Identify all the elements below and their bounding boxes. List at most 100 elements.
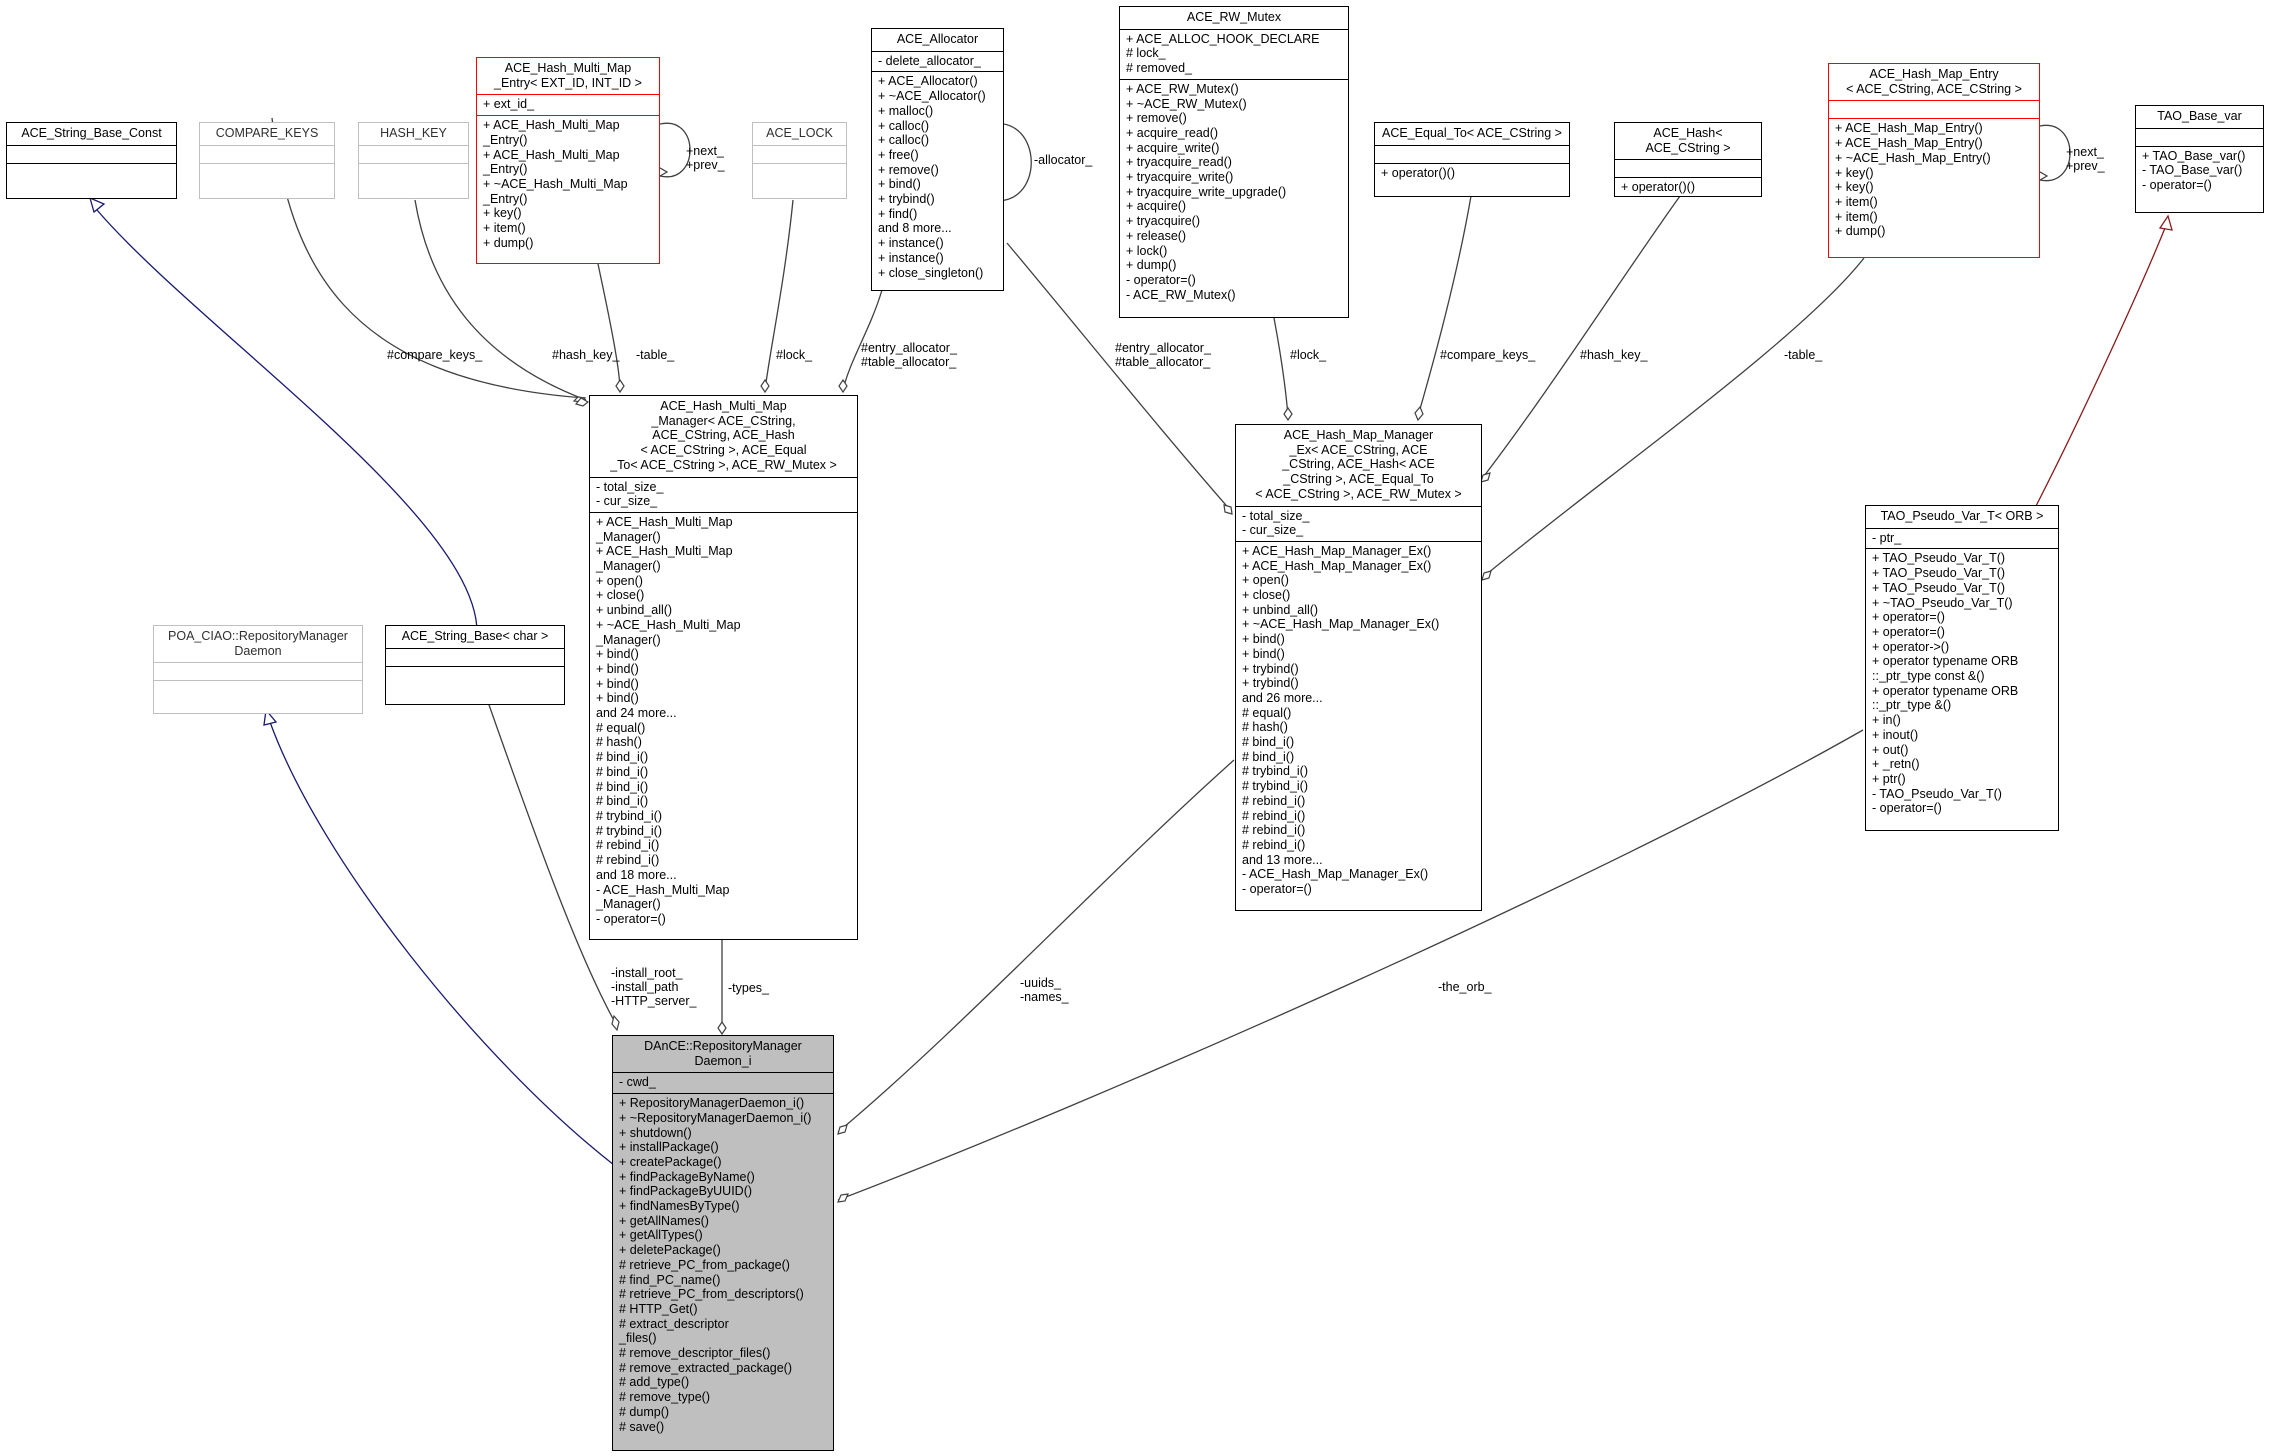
class-methods: + ACE_Hash_Multi_Map_Manager()+ ACE_Hash… [590, 511, 857, 930]
class-node-tao-base-var[interactable]: TAO_Base_var+ TAO_Base_var()- TAO_Base_v… [2135, 105, 2264, 213]
edge-label-compare-keys-2: #compare_keys_ [1440, 348, 1536, 362]
class-node-hash-map-entry[interactable]: ACE_Hash_Map_Entry < ACE_CString, ACE_CS… [1828, 63, 2040, 258]
class-node-ace-allocator[interactable]: ACE_Allocator- delete_allocator_+ ACE_Al… [871, 28, 1004, 291]
method-entry: + key() [1835, 180, 1874, 195]
method-entry: # trybind_i() [1242, 779, 1308, 794]
method-entry: + tryacquire_write() [1126, 170, 1234, 185]
class-methods: + ACE_Hash_Multi_Map_Entry()+ ACE_Hash_M… [477, 115, 659, 253]
class-title: POA_CIAO::RepositoryManager Daemon [168, 629, 348, 658]
edge-label-compare-keys-1: #compare_keys_ [387, 348, 483, 362]
class-node-hash-map-manager-ex[interactable]: ACE_Hash_Map_Manager _Ex< ACE_CString, A… [1235, 424, 1482, 911]
class-title: HASH_KEY [380, 126, 447, 140]
class-node-rw-mutex[interactable]: ACE_RW_Mutex + ACE_ALLOC_HOOK_DECLARE# lo… [1119, 6, 1349, 318]
edge-label-allocator-self: -allocator_ [1034, 153, 1093, 167]
method-entry: - ACE_Hash_Multi_Map [596, 882, 730, 897]
edge-label-the-orb: -the_orb_ [1438, 980, 1492, 994]
attribute-entry: - total_size_ [596, 479, 664, 494]
method-entry: + tryacquire_write_upgrade() [1126, 184, 1287, 199]
edge-entry-alloc-2 [1006, 242, 1233, 513]
class-methods: + RepositoryManagerDaemon_i()+ ~Reposito… [613, 1093, 833, 1437]
class-node-string-base-const[interactable]: ACE_String_Base_Const [6, 122, 177, 199]
method-entry: + bind() [878, 177, 921, 192]
method-entry: + acquire_write() [1126, 140, 1220, 155]
class-node-daemon-i[interactable]: DAnCE::RepositoryManager Daemon_i- cwd_+… [612, 1035, 834, 1451]
class-title: COMPARE_KEYS [215, 126, 319, 140]
class-attributes [154, 662, 362, 680]
diamond-table-1 [615, 378, 625, 394]
method-entry: + ACE_Hash_Multi_Map [596, 544, 733, 559]
method-entry: + TAO_Base_var() [2142, 148, 2246, 163]
class-node-hash-key[interactable]: HASH_KEY [358, 122, 469, 199]
method-entry: and 18 more... [596, 867, 677, 882]
method-entry: ::_ptr_type &() [1872, 698, 1952, 713]
method-entry: # retrieve_PC_from_descriptors() [619, 1287, 804, 1302]
method-entry: + inout() [1872, 727, 1919, 742]
method-entry: + key() [483, 206, 522, 221]
class-attributes: - delete_allocator_ [872, 50, 1003, 72]
attribute-entry: - total_size_ [1242, 508, 1310, 523]
method-entry: # find_PC_name() [619, 1272, 721, 1287]
diamond-hash-key-1 [574, 397, 590, 407]
attribute-entry: # removed_ [1126, 61, 1193, 76]
edge-label-entry-alloc-1: #entry_allocator_ #table_allocator_ [861, 341, 957, 369]
method-entry: and 8 more... [878, 221, 952, 236]
method-entry: + getAllNames() [619, 1213, 709, 1228]
method-entry: # rebind_i() [1242, 793, 1306, 808]
method-entry: + ACE_Hash_Map_Manager_Ex() [1242, 558, 1432, 573]
edge-entry-alloc-1 [842, 289, 883, 391]
class-title: ACE_Hash_Multi_Map _Manager< ACE_CString… [610, 399, 837, 472]
method-entry: and 26 more... [1242, 690, 1323, 705]
edge-hash-key-1 [414, 199, 587, 401]
class-methods [7, 162, 176, 181]
edge-compare-keys-2 [1417, 195, 1472, 417]
class-node-tao-pseudo-var[interactable]: TAO_Pseudo_Var_T< ORB >- ptr_+ TAO_Pseud… [1865, 505, 2059, 831]
class-node-ace-lock[interactable]: ACE_LOCK [752, 122, 847, 199]
method-entry: + item() [1835, 209, 1878, 224]
class-node-hash-multi-map-manager[interactable]: ACE_Hash_Multi_Map _Manager< ACE_CString… [589, 395, 858, 940]
method-entry: + open() [1242, 573, 1289, 588]
method-entry: + operator()() [1621, 180, 1695, 195]
template-edge-orb [2035, 227, 2166, 507]
class-node-equal-to[interactable]: ACE_Equal_To< ACE_CString >+ operator()(… [1374, 122, 1570, 197]
method-entry: + unbind_all() [596, 603, 673, 618]
class-attributes [2136, 127, 2263, 146]
class-methods [386, 665, 564, 684]
method-entry: + ptr() [1872, 771, 1906, 786]
edge-label-uuids: -uuids_ -names_ [1020, 976, 1069, 1004]
class-title: ACE_Hash< ACE_CString > [1645, 126, 1731, 155]
class-node-compare-keys[interactable]: COMPARE_KEYS [199, 122, 335, 199]
method-entry: - operator=() [1242, 882, 1312, 897]
method-entry: + dump() [1126, 258, 1177, 273]
method-entry: + TAO_Pseudo_Var_T() [1872, 566, 2006, 581]
class-title: ACE_String_Base_Const [21, 126, 162, 140]
method-entry: # rebind_i() [1242, 808, 1306, 823]
method-entry: + ~TAO_Pseudo_Var_T() [1872, 595, 2013, 610]
method-entry: # hash() [1242, 720, 1288, 735]
class-title: ACE_RW_Mutex [1186, 10, 1282, 24]
method-entry: # trybind_i() [596, 823, 662, 838]
class-attributes [359, 144, 468, 163]
method-entry: + ~ACE_Hash_Multi_Map [596, 617, 741, 632]
class-node-hash-multi-map-entry[interactable]: ACE_Hash_Multi_Map _Entry< EXT_ID, INT_I… [476, 57, 660, 264]
method-entry: + item() [1835, 194, 1878, 209]
class-node-ace-hash[interactable]: ACE_Hash< ACE_CString > + operator()() [1614, 122, 1762, 197]
class-node-string-base-char[interactable]: ACE_String_Base< char > [385, 625, 565, 705]
method-entry: + bind() [596, 647, 639, 662]
method-entry: + trybind() [878, 192, 935, 207]
method-entry: + trybind() [1242, 676, 1299, 691]
method-entry: + ACE_Hash_Multi_Map [483, 147, 620, 162]
edge-lock-2 [1273, 317, 1289, 417]
method-entry: + release() [1126, 228, 1187, 243]
method-entry: - TAO_Pseudo_Var_T() [1872, 786, 2002, 801]
class-node-poa-repository[interactable]: POA_CIAO::RepositoryManager Daemon [153, 625, 363, 714]
class-attributes: + ACE_ALLOC_HOOK_DECLARE# lock_# removed… [1120, 28, 1348, 79]
method-entry: # rebind_i() [596, 838, 660, 853]
method-entry: # save() [619, 1419, 665, 1434]
attribute-entry: - ptr_ [1872, 530, 1902, 545]
method-entry: + in() [1872, 713, 1901, 728]
class-methods [200, 162, 334, 181]
edge-label-table-1: -table_ [636, 348, 675, 362]
class-attributes [1829, 100, 2039, 118]
method-entry: + bind() [596, 676, 639, 691]
